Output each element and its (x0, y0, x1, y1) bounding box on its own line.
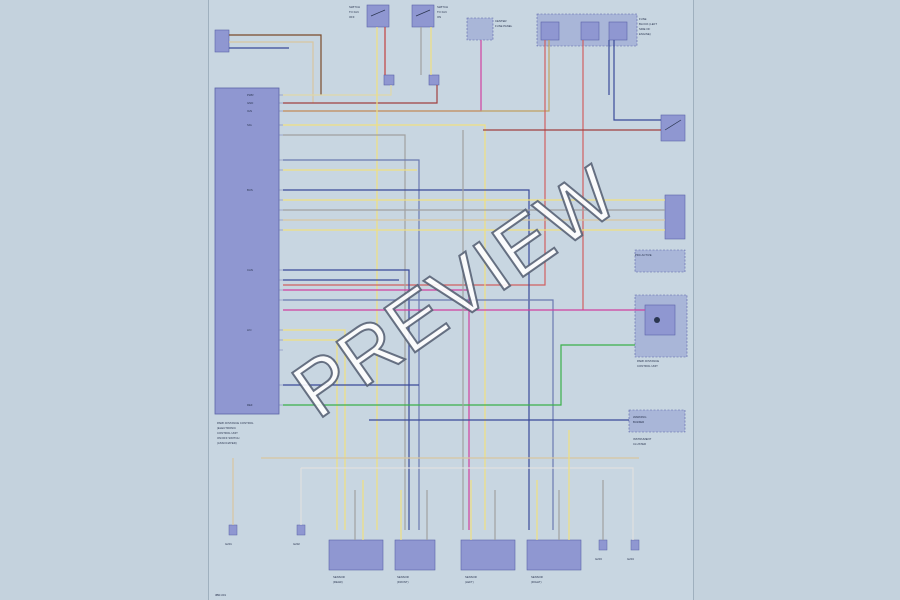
fuse-cell-1 (540, 21, 560, 41)
ground-label-1: G201 (225, 542, 232, 546)
right-lower-label-2: BUZZER (633, 420, 644, 424)
ground-connector-2 (428, 74, 440, 86)
top-switch-left (366, 4, 390, 28)
switch-left-label-3: OFF (349, 15, 355, 19)
sensor-3-label-1: SENSOR (465, 575, 477, 579)
fuse-cell-2 (580, 21, 600, 41)
module-title-4: ON/OFF SWITCH (217, 436, 239, 440)
sensor-4-label-1: SENSOR (531, 575, 543, 579)
fuse-block-label-1: FUSE (639, 17, 647, 21)
pin-label-5: BUS (247, 188, 253, 192)
pin-label-3: IGN (247, 109, 252, 113)
sensor-1-label-1: SENSOR (333, 575, 345, 579)
wiring-diagram: PARK DISTANCE CONTROL (ELECTRONIC CONTRO… (214, 4, 688, 597)
right-connector-block (664, 194, 686, 240)
sensor-box-4 (526, 539, 582, 571)
sensor-box-2 (394, 539, 436, 571)
module-title-2: (ELECTRONIC (217, 426, 236, 430)
fuse-panel-label-2: FUSE PANEL (495, 24, 513, 28)
pin-label-4: SIG (247, 123, 252, 127)
diagram-sheet: PARK DISTANCE CONTROL (ELECTRONIC CONTRO… (208, 0, 694, 600)
switch-left-label-2: TO IGN (349, 10, 359, 14)
fuse-panel-label-1: CENTER (495, 19, 507, 23)
ground-connector-1 (383, 74, 395, 86)
sensor-4-label-2: (RIGHT) (531, 580, 542, 584)
ground-label-4: G204 (627, 557, 634, 561)
right-side-note-2: CLUSTER (633, 442, 646, 446)
sensor-3-label-2: (LEFT) (465, 580, 474, 584)
pin-label-7: LIN (247, 328, 251, 332)
fuse-block-label-2: BLOCK (LEFT (639, 22, 657, 26)
sensor-box-3 (460, 539, 516, 571)
fuse-block-label-4: ENGINE) (639, 32, 651, 36)
sensor-2-label-1: SENSOR (397, 575, 409, 579)
right-middle-label-1: PARK DISTANCE (637, 359, 659, 363)
fuse-block-label-3: SIDE OF (639, 27, 650, 31)
right-lower-label-1: WARNING (633, 415, 646, 419)
ground-label-3: G203 (595, 557, 602, 561)
pin-label-2: GND (247, 101, 253, 105)
module-title-5: (ASSOCIATED) (217, 441, 237, 445)
right-switch-block (660, 114, 686, 142)
sensor-box-1 (328, 539, 384, 571)
footer-code: 3BR-001 (215, 593, 226, 597)
top-switch-right (411, 4, 435, 28)
switch-right-label-2: TO IGN (437, 10, 447, 14)
wires (229, 27, 665, 540)
instrument-cluster (628, 409, 686, 433)
right-middle-label-2: CONTROL UNIT (637, 364, 658, 368)
pin-label-1: PWR (247, 93, 254, 97)
pin-label-6: CAN (247, 268, 253, 272)
right-side-note-1: INSTRUMENT (633, 437, 652, 441)
pdc-switch-dot (654, 317, 660, 323)
switch-right-label-1: SWITCH (437, 5, 448, 9)
right-dashed-block (634, 249, 686, 273)
fuse-cell-3 (608, 21, 628, 41)
sensor-1-label-2: (REAR) (333, 580, 343, 584)
switch-right-label-3: ON (437, 15, 441, 19)
switch-left-label-1: SWITCH (349, 5, 360, 9)
module-pin-ticks (279, 94, 283, 406)
left-top-connector (214, 29, 230, 53)
sensor-2-label-2: (FRONT) (397, 580, 409, 584)
module-title-1: PARK DISTANCE CONTROL (217, 421, 254, 425)
control-module (214, 87, 280, 415)
module-title-3: CONTROL UNIT (217, 431, 238, 435)
fuse-panel (466, 17, 494, 41)
ground-label-2: G202 (293, 542, 300, 546)
pin-label-8: REF (247, 403, 253, 407)
right-upper-label: PDC ACTIVE (635, 253, 652, 257)
